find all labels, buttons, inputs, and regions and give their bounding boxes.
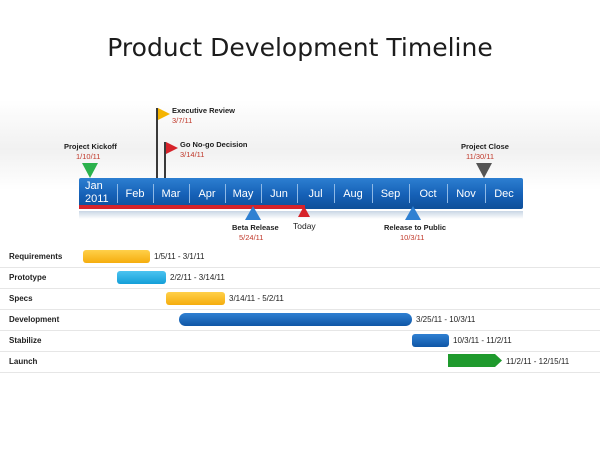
task-range-stabilize: 10/3/11 - 11/2/11	[453, 336, 512, 345]
month-jan: Jan	[85, 180, 103, 192]
milestone-beta-date: 5/24/11	[239, 233, 264, 242]
timeline-bar: Jan 2011 Feb Mar Apr May Jun Jul Aug Sep…	[79, 178, 523, 209]
task-label-development: Development	[9, 315, 60, 324]
task-range-requirements: 1/5/11 - 3/1/11	[154, 252, 205, 261]
task-range-launch: 11/2/11 - 12/15/11	[506, 357, 570, 366]
milestone-beta-label: Beta Release	[232, 223, 279, 232]
month-divider	[153, 184, 154, 203]
milestone-go-nogo-date: 3/14/11	[180, 150, 205, 159]
month-divider	[485, 184, 486, 203]
month-oct: Oct	[419, 187, 437, 200]
year-cell: Jan 2011	[79, 178, 117, 209]
year-label: 2011	[85, 193, 109, 205]
row-divider	[0, 309, 600, 310]
milestone-close-date: 11/30/11	[466, 152, 495, 161]
month-may: May	[232, 187, 254, 200]
month-mar: Mar	[161, 187, 181, 200]
task-range-development: 3/25/11 - 10/3/11	[416, 315, 476, 324]
go-nogo-flag-icon	[166, 142, 178, 154]
month-divider	[334, 184, 335, 203]
month-jun: Jun	[270, 187, 288, 200]
exec-review-pole	[156, 108, 158, 178]
row-divider	[0, 267, 600, 268]
timeline-band	[0, 100, 600, 190]
task-bar-prototype[interactable]	[117, 271, 166, 284]
task-range-prototype: 2/2/11 - 3/14/11	[170, 273, 225, 282]
task-bar-requirements[interactable]	[83, 250, 150, 263]
milestone-close-label: Project Close	[461, 142, 509, 151]
close-marker-icon	[476, 163, 492, 178]
elapsed-progress-bar	[79, 205, 305, 209]
milestone-exec-review-label: Executive Review	[172, 106, 235, 115]
task-label-requirements: Requirements	[9, 252, 63, 261]
month-divider	[117, 184, 118, 203]
task-bar-specs[interactable]	[166, 292, 225, 305]
page-title: Product Development Timeline	[107, 33, 493, 62]
month-divider	[225, 184, 226, 203]
month-divider	[447, 184, 448, 203]
today-marker-icon	[298, 206, 310, 217]
milestone-kickoff-date: 1/10/11	[76, 152, 101, 161]
milestone-go-nogo-label: Go No-go Decision	[180, 140, 248, 149]
milestone-kickoff-label: Project Kickoff	[64, 142, 117, 151]
task-label-launch: Launch	[9, 357, 38, 366]
task-bar-development[interactable]	[179, 313, 412, 326]
row-divider	[0, 330, 600, 331]
go-nogo-pole	[164, 142, 166, 178]
task-bar-stabilize[interactable]	[412, 334, 449, 347]
row-divider	[0, 372, 600, 373]
task-range-specs: 3/14/11 - 5/2/11	[229, 294, 284, 303]
milestone-public-label: Release to Public	[384, 223, 447, 232]
task-label-specs: Specs	[9, 294, 33, 303]
month-divider	[409, 184, 410, 203]
today-label: Today	[293, 221, 316, 231]
month-apr: Apr	[198, 187, 216, 200]
milestone-exec-review-date: 3/7/11	[172, 116, 193, 125]
month-aug: Aug	[343, 187, 363, 200]
month-dec: Dec	[494, 187, 514, 200]
row-divider	[0, 288, 600, 289]
month-feb: Feb	[125, 187, 145, 200]
month-nov: Nov	[456, 187, 476, 200]
month-divider	[372, 184, 373, 203]
row-divider	[0, 351, 600, 352]
launch-arrow-shape	[448, 354, 502, 367]
beta-marker-icon	[245, 206, 261, 220]
month-divider	[261, 184, 262, 203]
month-jul: Jul	[308, 187, 323, 200]
exec-review-flag-icon	[158, 108, 170, 120]
task-label-prototype: Prototype	[9, 273, 47, 282]
kickoff-marker-icon	[82, 163, 98, 178]
milestone-public-date: 10/3/11	[400, 233, 425, 242]
task-label-stabilize: Stabilize	[9, 336, 42, 345]
month-divider	[189, 184, 190, 203]
public-release-marker-icon	[405, 206, 421, 220]
task-bar-launch[interactable]	[448, 353, 504, 368]
month-sep: Sep	[380, 187, 401, 200]
month-divider	[297, 184, 298, 203]
